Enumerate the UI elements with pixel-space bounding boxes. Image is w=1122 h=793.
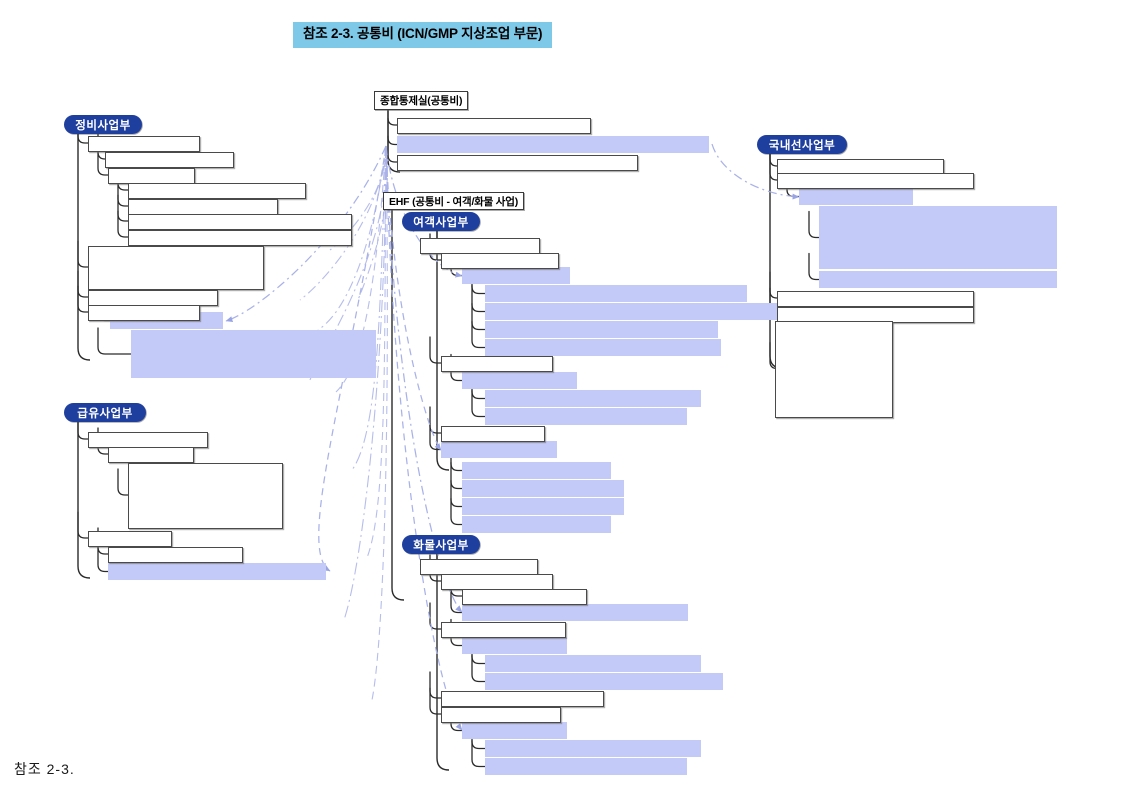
node-maintenance-3[interactable] [128, 183, 306, 199]
node-refuel-5[interactable] [108, 563, 326, 580]
node-passenger-4[interactable] [485, 303, 784, 320]
group-label-control-center[interactable]: 종합통제실(공통비) [374, 91, 469, 110]
node-domestic-2[interactable] [799, 188, 913, 205]
node-refuel-0[interactable] [88, 432, 208, 448]
node-maintenance-11[interactable] [131, 330, 376, 378]
node-cargo-3[interactable] [462, 604, 688, 621]
node-maintenance-1[interactable] [105, 152, 234, 168]
node-passenger-2[interactable] [462, 267, 570, 284]
node-passenger-12[interactable] [441, 441, 557, 458]
node-refuel-3[interactable] [88, 531, 172, 547]
node-passenger-7[interactable] [441, 356, 553, 372]
node-control-center-1[interactable] [397, 136, 709, 153]
node-passenger-13[interactable] [462, 462, 611, 479]
node-cargo-5[interactable] [462, 637, 567, 654]
group-label-ehf[interactable]: EHF (공통비 - 여객/화물 사업) [383, 192, 525, 210]
node-refuel-1[interactable] [108, 447, 194, 463]
node-domestic-4[interactable] [819, 271, 1057, 288]
node-maintenance-2[interactable] [108, 168, 195, 184]
node-passenger-8[interactable] [462, 372, 577, 389]
node-passenger-5[interactable] [485, 321, 718, 338]
group-label-maintenance[interactable]: 정비사업부 [64, 115, 142, 134]
node-passenger-1[interactable] [441, 253, 559, 269]
node-cargo-10[interactable] [462, 722, 567, 739]
node-maintenance-5[interactable] [128, 214, 352, 230]
node-domestic-3[interactable] [819, 206, 1057, 269]
node-passenger-10[interactable] [485, 408, 687, 425]
node-cargo-6[interactable] [485, 655, 701, 672]
node-passenger-9[interactable] [485, 390, 701, 407]
group-label-cargo[interactable]: 화물사업부 [402, 535, 480, 554]
footer-reference-note: 참조 2-3. [14, 761, 75, 777]
node-maintenance-8[interactable] [88, 290, 218, 306]
node-control-center-2[interactable] [397, 155, 638, 171]
node-domestic-1[interactable] [777, 173, 974, 189]
node-domestic-7[interactable] [775, 321, 893, 418]
group-label-passenger[interactable]: 여객사업부 [402, 212, 480, 231]
node-cargo-4[interactable] [441, 622, 566, 638]
node-refuel-2[interactable] [128, 463, 283, 529]
node-control-center-0[interactable] [397, 118, 591, 134]
node-maintenance-9[interactable] [88, 305, 200, 321]
node-passenger-11[interactable] [441, 426, 545, 442]
node-cargo-8[interactable] [441, 691, 604, 707]
node-passenger-15[interactable] [462, 498, 624, 515]
node-cargo-2[interactable] [462, 589, 587, 605]
node-passenger-0[interactable] [420, 238, 540, 254]
node-passenger-16[interactable] [462, 516, 611, 533]
node-maintenance-0[interactable] [88, 136, 200, 152]
node-maintenance-4[interactable] [128, 199, 278, 215]
node-domestic-5[interactable] [777, 291, 974, 307]
node-cargo-0[interactable] [420, 559, 538, 575]
node-passenger-6[interactable] [485, 339, 721, 356]
node-cargo-1[interactable] [441, 574, 553, 590]
group-label-domestic[interactable]: 국내선사업부 [757, 135, 847, 154]
node-passenger-14[interactable] [462, 480, 624, 497]
node-maintenance-6[interactable] [128, 230, 352, 246]
node-maintenance-7[interactable] [88, 246, 264, 290]
node-passenger-3[interactable] [485, 285, 747, 302]
node-refuel-4[interactable] [108, 547, 243, 563]
node-cargo-7[interactable] [485, 673, 723, 690]
group-label-refuel[interactable]: 급유사업부 [64, 403, 146, 422]
page-title-banner: 참조 2-3. 공통비 (ICN/GMP 지상조업 부문) [293, 22, 553, 48]
node-cargo-11[interactable] [485, 740, 701, 757]
node-cargo-9[interactable] [441, 707, 561, 723]
node-cargo-12[interactable] [485, 758, 687, 775]
